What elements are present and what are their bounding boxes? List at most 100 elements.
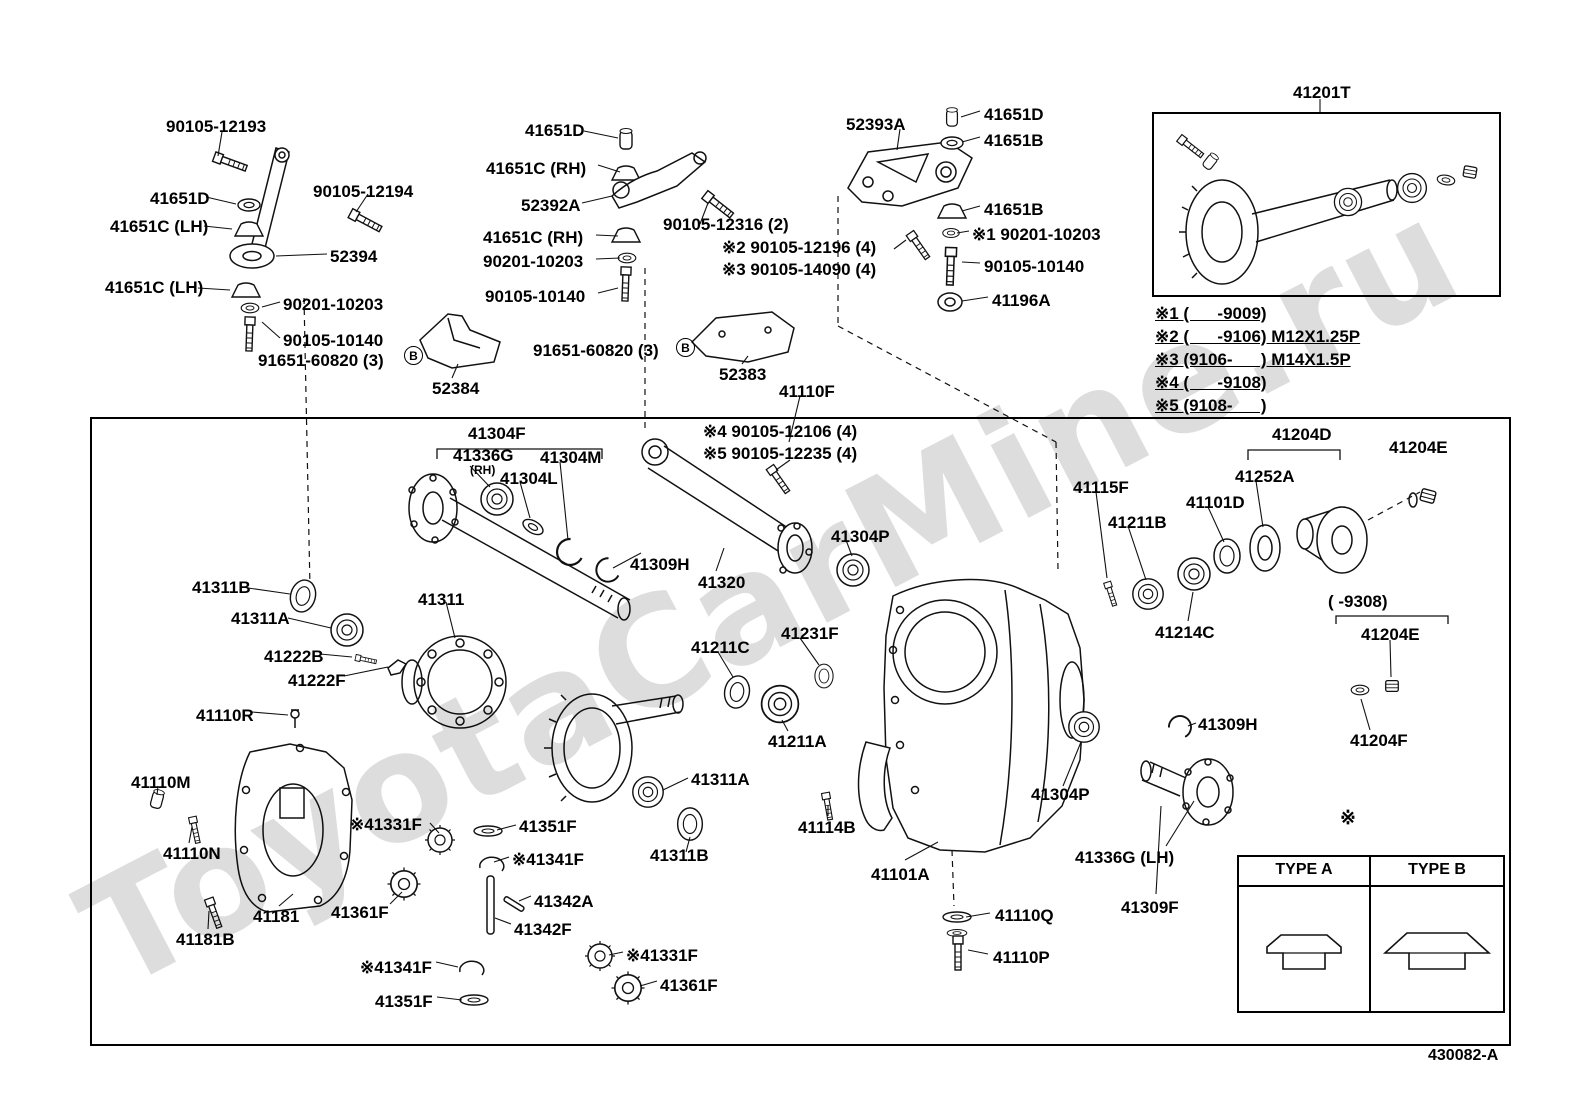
bracket-52393a-drawing bbox=[847, 106, 973, 312]
part-label: 41115F bbox=[1073, 478, 1129, 497]
type-b-header: TYPE B bbox=[1371, 857, 1503, 887]
circled-b-mark: B bbox=[404, 346, 423, 365]
type-a-header: TYPE A bbox=[1239, 857, 1371, 887]
part-label: 91651-60820 (3) bbox=[258, 351, 384, 370]
part-label: 41309H bbox=[1198, 715, 1258, 734]
part-label: 41361F bbox=[331, 903, 389, 922]
part-label: 90105-12316 (2) bbox=[663, 215, 789, 234]
part-label: 41304P bbox=[1031, 785, 1090, 804]
part-label: 41351F bbox=[519, 817, 577, 836]
part-label: 90105-10140 bbox=[283, 331, 384, 350]
part-label: 52392A bbox=[521, 196, 581, 215]
part-label: 41214C bbox=[1155, 623, 1215, 642]
part-label: 41211C bbox=[691, 638, 750, 657]
part-label: 41110M bbox=[131, 773, 191, 792]
part-label: 41204E bbox=[1361, 625, 1420, 644]
part-label: 41651C (RH) bbox=[483, 228, 584, 247]
propeller-tube-drawing bbox=[641, 438, 870, 587]
part-label: 41342A bbox=[534, 892, 594, 911]
part-label: 41211A bbox=[768, 732, 827, 751]
part-label: 41110F bbox=[779, 382, 835, 401]
note-line: ※1 ( -9009) bbox=[1155, 304, 1267, 323]
note-line: ※5 (9108- ) bbox=[1155, 396, 1267, 415]
part-label: 41351F bbox=[375, 992, 433, 1011]
part-label: 41110N bbox=[163, 844, 221, 863]
part-label: 90105-10140 bbox=[984, 257, 1085, 276]
steering-knuckle-left-drawing bbox=[211, 147, 384, 352]
part-label: ※41341F bbox=[512, 850, 584, 869]
part-label: 41304M bbox=[540, 448, 602, 467]
part-label: 91651-60820 (3) bbox=[533, 341, 659, 360]
note-line: ※2 ( -9106) M12X1.25P bbox=[1155, 327, 1361, 346]
part-label: 41311B bbox=[192, 578, 251, 597]
part-label: 41651B bbox=[984, 131, 1044, 150]
circled-b-mark: B bbox=[676, 338, 695, 357]
part-label: 41651C (RH) bbox=[486, 159, 587, 178]
steering-knuckle-right-drawing bbox=[611, 127, 736, 302]
part-label: 41222B bbox=[264, 647, 324, 666]
part-label: 90201-10203 bbox=[283, 295, 384, 314]
part-label: 41101A bbox=[871, 865, 930, 884]
part-label: 41336G bbox=[453, 446, 514, 465]
part-label: 41651D bbox=[150, 189, 210, 208]
part-label: 41309F bbox=[1121, 898, 1179, 917]
part-label: ※3 90105-14090 (4) bbox=[722, 260, 877, 279]
type-table: TYPE A TYPE B bbox=[1237, 855, 1505, 1013]
drive-pinion-ring-gear-drawing bbox=[544, 663, 834, 841]
part-label: 41304L bbox=[500, 469, 558, 488]
note-line: ※3 (9106- ) M14X1.5P bbox=[1155, 350, 1351, 369]
part-label: 41196A bbox=[992, 291, 1051, 310]
type-a-part-drawing bbox=[1239, 887, 1371, 1011]
part-label: 41304P bbox=[831, 527, 890, 546]
part-label: ( -9308) bbox=[1328, 592, 1388, 611]
part-label: 41201T bbox=[1293, 83, 1351, 102]
part-label: 41336G (LH) bbox=[1075, 848, 1175, 867]
main-border bbox=[90, 417, 1511, 1046]
part-label: (RH) bbox=[470, 463, 496, 477]
drawing-number: 430082-A bbox=[1428, 1047, 1499, 1064]
part-label: 41311 bbox=[418, 590, 465, 609]
reference-mark: ※ bbox=[1340, 808, 1356, 829]
ring-gear-pinion-kit-drawing bbox=[1176, 133, 1478, 285]
part-label: 41211B bbox=[1108, 513, 1167, 532]
part-label: 41252A bbox=[1235, 467, 1295, 486]
part-label: 41342F bbox=[514, 920, 572, 939]
part-label: 41311A bbox=[691, 770, 750, 789]
leader-lines bbox=[156, 99, 1392, 1001]
spider-gear-kit-drawing bbox=[386, 824, 646, 1006]
part-label: 52384 bbox=[432, 379, 480, 398]
output-shaft-lh-drawing bbox=[1068, 711, 1234, 826]
axle-housing-cover-drawing bbox=[149, 743, 353, 930]
differential-case-drawing bbox=[286, 576, 507, 729]
part-label: ※41331F bbox=[626, 946, 698, 965]
part-label: ※5 90105-12235 (4) bbox=[703, 444, 858, 463]
label-brackets bbox=[436, 448, 1449, 624]
part-label: 41181 bbox=[253, 907, 300, 926]
construction-dashed-lines bbox=[303, 196, 1421, 907]
part-label: 41110P bbox=[993, 948, 1050, 967]
part-label: 41361F bbox=[660, 976, 718, 995]
part-label: 41222F bbox=[288, 671, 346, 690]
type-b-part-drawing bbox=[1371, 887, 1503, 1011]
part-label: 41181B bbox=[176, 930, 235, 949]
part-label: 41311B bbox=[650, 846, 709, 865]
part-label: 41101D bbox=[1186, 493, 1245, 512]
part-label: 41651B bbox=[984, 200, 1044, 219]
part-label: 90201-10203 bbox=[483, 252, 584, 271]
part-label: 41651D bbox=[984, 105, 1044, 124]
kit-box-border bbox=[1152, 112, 1501, 297]
part-label: ※41341F bbox=[360, 958, 432, 977]
part-label: 41651D bbox=[525, 121, 585, 140]
part-label: 41304F bbox=[468, 424, 526, 443]
part-label: 41231F bbox=[781, 624, 839, 643]
part-label: ※1 90201-10203 bbox=[972, 225, 1101, 244]
note-line: ※4 ( -9108) bbox=[1155, 373, 1267, 392]
part-label: 41311A bbox=[231, 609, 290, 628]
companion-flange-drawing bbox=[1103, 487, 1438, 696]
carrier-housing-drawing bbox=[820, 578, 1085, 971]
part-label: 90105-12194 bbox=[313, 182, 414, 201]
part-label: 52383 bbox=[719, 365, 767, 384]
part-label: 52393A bbox=[846, 115, 906, 134]
stone-guard-left-drawing bbox=[419, 313, 501, 369]
